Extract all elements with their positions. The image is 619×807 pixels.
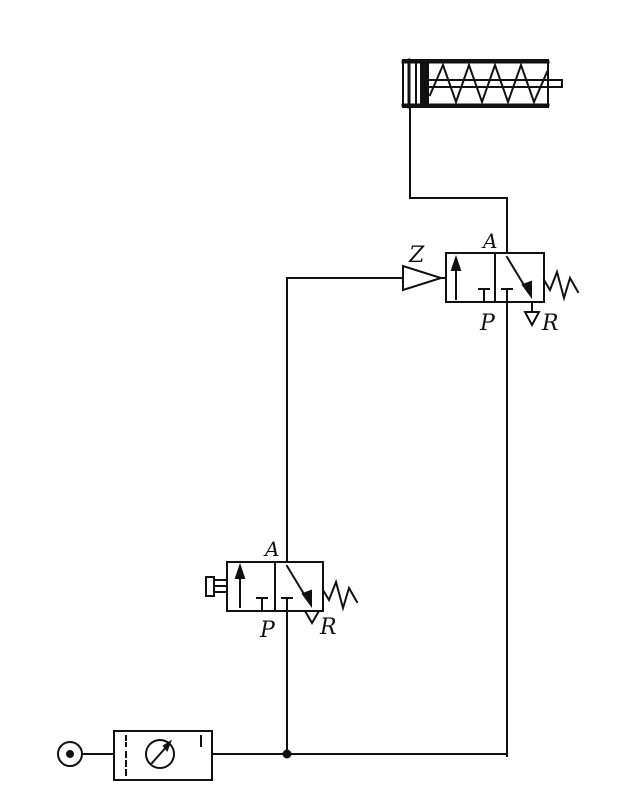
lower-valve-port-p-label: P — [259, 618, 276, 643]
upper-valve-port-a-label: A — [481, 229, 497, 253]
filter-regulator — [113, 730, 213, 781]
cylinder-piston — [420, 63, 429, 104]
upper-valve — [402, 252, 580, 328]
lower-valve-port-a-label: A — [263, 537, 279, 561]
pilot-z-label: Z — [408, 243, 425, 268]
air-source — [57, 741, 115, 767]
pressure-gauge-icon — [145, 739, 175, 769]
cylinder — [401, 58, 563, 109]
lower-valve-port-r-label: R — [319, 615, 337, 640]
cylinder-body — [402, 59, 549, 108]
upper-valve-port-r-label: R — [541, 311, 559, 336]
pipes — [211, 106, 508, 757]
lower-valve — [205, 561, 359, 625]
cylinder-spring — [428, 61, 549, 106]
upper-valve-port-p-label: P — [479, 311, 496, 336]
pipe-junction — [282, 749, 292, 759]
